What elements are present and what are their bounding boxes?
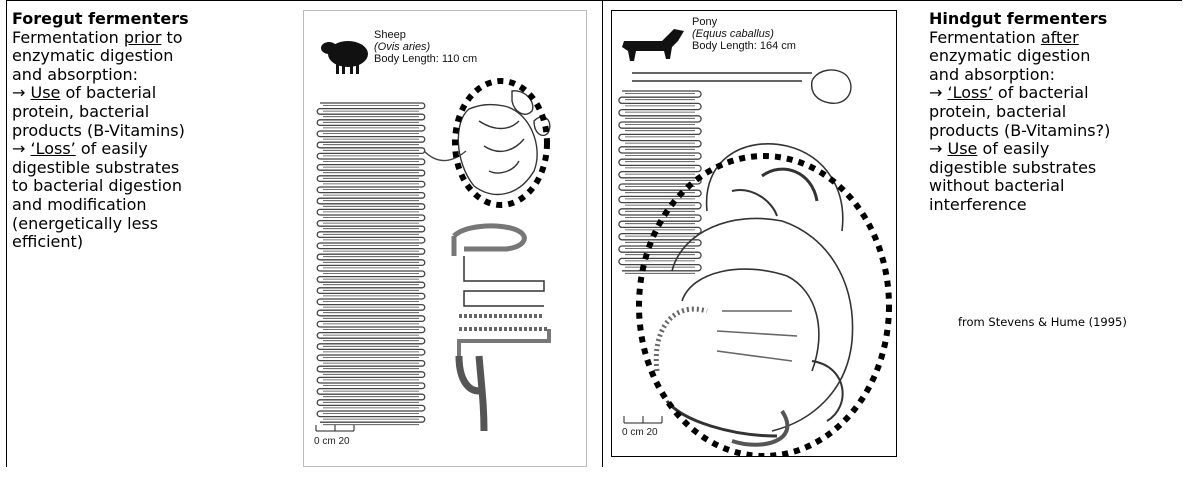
foregut-underlined-term: Use — [31, 83, 61, 102]
foregut-line: and modification — [12, 196, 262, 215]
hindgut-text: Fermentation — [929, 28, 1041, 47]
sheep-silhouette-icon — [321, 41, 368, 74]
hindgut-text: of easily — [977, 139, 1049, 158]
foregut-text: (energetically less — [12, 214, 158, 233]
sheep-latin-name: (Ovis aries) — [374, 41, 477, 53]
foregut-text: → — [12, 139, 31, 158]
foregut-text: of easily — [76, 139, 148, 158]
pony-scale-label: 0 cm 20 — [622, 427, 658, 438]
hindgut-text: enzymatic digestion — [929, 46, 1090, 65]
hindgut-line: protein, bacterial — [929, 103, 1184, 122]
divider-left — [6, 1, 7, 467]
source-credit: from Stevens & Hume (1995) — [958, 315, 1127, 329]
foregut-line: → ‘Loss’ of easily — [12, 140, 262, 159]
sheep-body-length: Body Length: 110 cm — [374, 53, 477, 65]
pony-name: Pony — [692, 16, 796, 28]
foregut-line: protein, bacterial — [12, 103, 262, 122]
hindgut-line: digestible substrates — [929, 159, 1184, 178]
hindgut-text: protein, bacterial — [929, 102, 1066, 121]
divider-middle — [602, 1, 603, 467]
hindgut-line: interference — [929, 196, 1184, 215]
hindgut-text: of bacterial — [993, 83, 1089, 102]
foregut-text: to bacterial digestion — [12, 176, 182, 195]
foregut-text: and modification — [12, 195, 147, 214]
pony-body-length: Body Length: 164 cm — [692, 40, 796, 52]
sheep-title-block: Sheep (Ovis aries) Body Length: 110 cm — [374, 29, 477, 65]
sheep-small-intestine — [317, 103, 425, 425]
hindgut-text: without bacterial — [929, 176, 1064, 195]
pony-scale-bar — [624, 416, 662, 423]
hindgut-underlined-term: ‘Loss’ — [948, 83, 993, 102]
foregut-underlined-term: prior — [124, 28, 162, 47]
hindgut-line: → Use of easily — [929, 140, 1184, 159]
hindgut-text: and absorption: — [929, 65, 1055, 84]
foregut-text: enzymatic digestion — [12, 46, 173, 65]
foregut-line: to bacterial digestion — [12, 177, 262, 196]
foregut-text: products (B-Vitamins) — [12, 121, 185, 140]
foregut-text: digestible substrates — [12, 158, 179, 177]
foregut-line: (energetically less — [12, 215, 262, 234]
pony-small-intestine — [619, 91, 701, 273]
hindgut-text: → — [929, 83, 948, 102]
pony-stomach — [632, 70, 851, 103]
foregut-description: Foregut fermenters Fermentation prior to… — [12, 10, 262, 252]
foregut-text: to — [161, 28, 182, 47]
sheep-name: Sheep — [374, 29, 477, 41]
hindgut-underlined-term: after — [1041, 28, 1079, 47]
foregut-text: → — [12, 83, 31, 102]
hindgut-text: products (B-Vitamins?) — [929, 121, 1110, 140]
foregut-text: of bacterial — [60, 83, 156, 102]
pony-gut-illustration — [612, 11, 896, 456]
sheep-scale-bar — [316, 425, 354, 431]
pony-title-block: Pony (Equus caballus) Body Length: 164 c… — [692, 16, 796, 52]
foregut-text: and absorption: — [12, 65, 138, 84]
foregut-line: → Use of bacterial — [12, 84, 262, 103]
foregut-text: Fermentation — [12, 28, 124, 47]
foregut-line: products (B-Vitamins) — [12, 122, 262, 141]
foregut-underlined-term: ‘Loss’ — [31, 139, 76, 158]
foregut-text: protein, bacterial — [12, 102, 149, 121]
pony-panel: Pony (Equus caballus) Body Length: 164 c… — [611, 10, 897, 457]
pony-silhouette-icon — [622, 29, 684, 61]
hindgut-line: enzymatic digestion — [929, 47, 1184, 66]
pony-latin-name: (Equus caballus) — [692, 28, 796, 40]
sheep-large-intestine — [454, 226, 549, 431]
hindgut-line: without bacterial — [929, 177, 1184, 196]
foregut-line: enzymatic digestion — [12, 47, 262, 66]
hindgut-underlined-term: Use — [948, 139, 978, 158]
foregut-line: digestible substrates — [12, 159, 262, 178]
hindgut-text: interference — [929, 195, 1027, 214]
hindgut-text: → — [929, 139, 948, 158]
foregut-line: Fermentation prior to — [12, 29, 262, 48]
foregut-text: efficient) — [12, 232, 83, 251]
pony-large-intestine — [656, 144, 852, 445]
hindgut-line: and absorption: — [929, 66, 1184, 85]
sheep-panel: Sheep (Ovis aries) Body Length: 110 cm 0… — [303, 10, 587, 467]
sheep-gut-illustration — [304, 11, 586, 466]
sheep-scale-label: 0 cm 20 — [314, 436, 350, 447]
hindgut-heading: Hindgut fermenters — [929, 10, 1184, 29]
hindgut-line: → ‘Loss’ of bacterial — [929, 84, 1184, 103]
foregut-line: and absorption: — [12, 66, 262, 85]
foregut-line: efficient) — [12, 233, 262, 252]
hindgut-line: Fermentation after — [929, 29, 1184, 48]
foregut-heading: Foregut fermenters — [12, 10, 262, 29]
hindgut-text: digestible substrates — [929, 158, 1096, 177]
hindgut-line: products (B-Vitamins?) — [929, 122, 1184, 141]
